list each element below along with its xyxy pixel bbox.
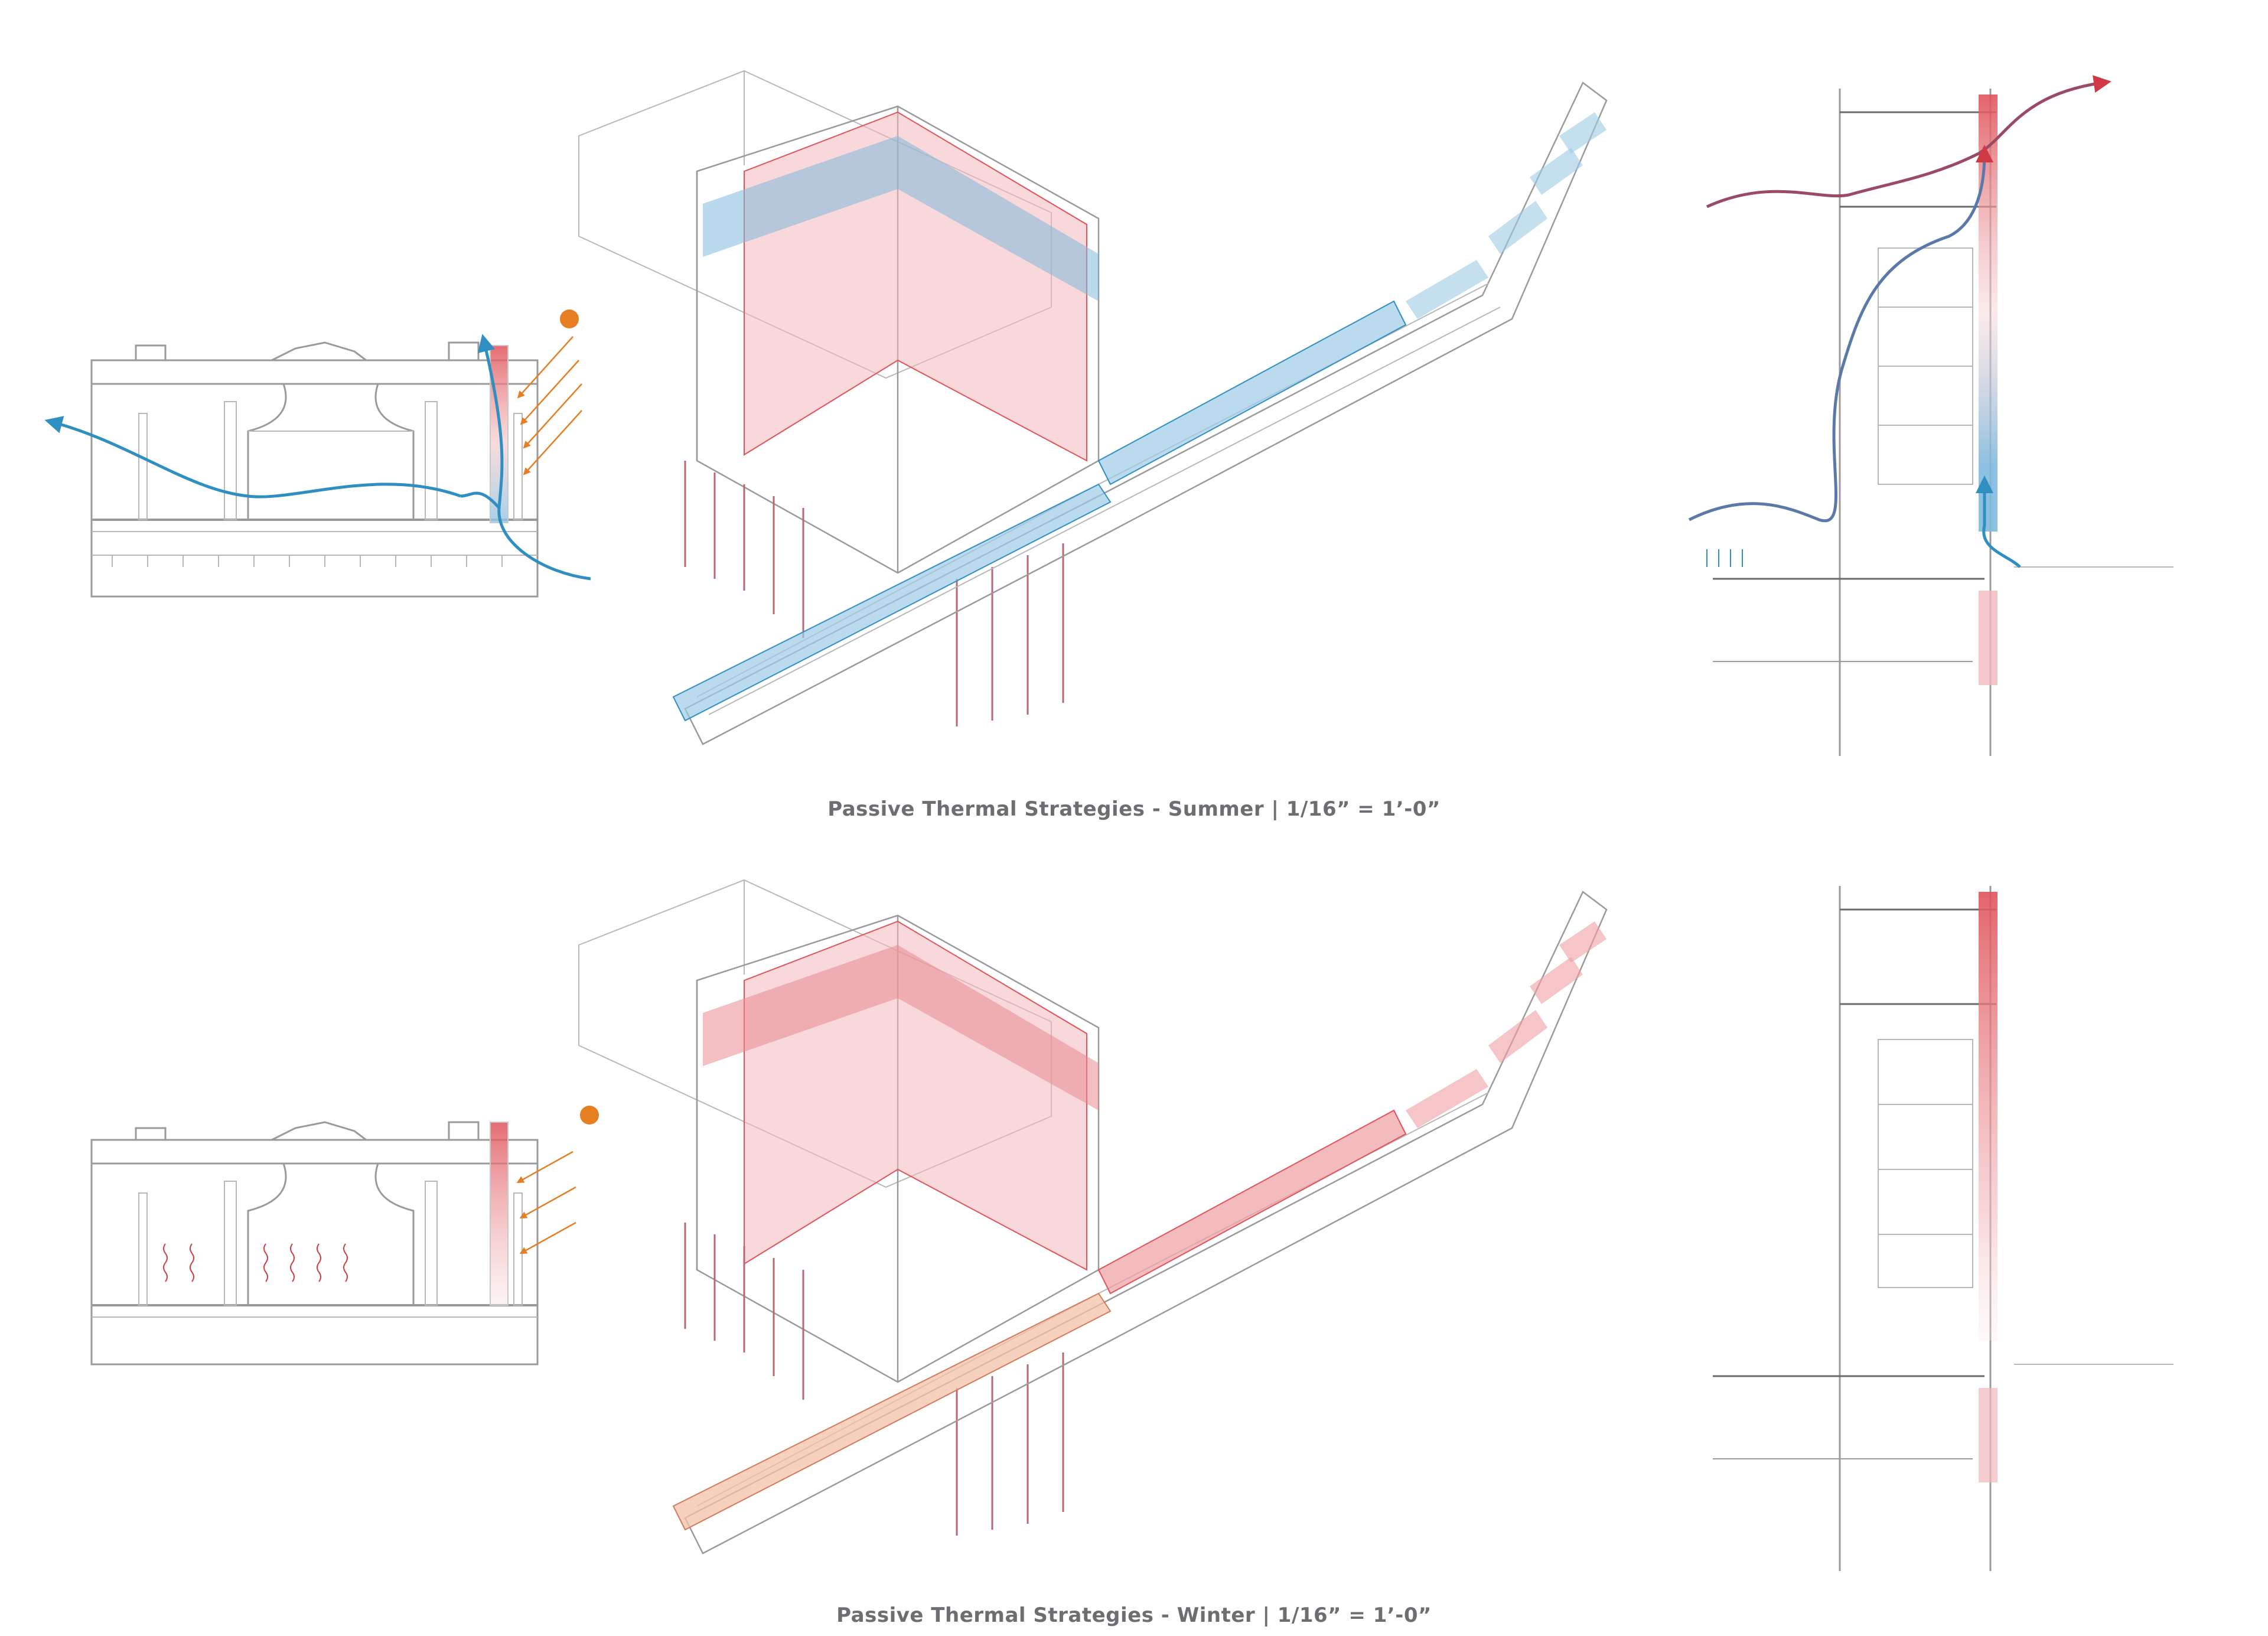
double-skin-facade <box>490 1122 509 1306</box>
airflow-arrow-icon <box>44 334 591 581</box>
solar-chimney <box>1979 892 1997 1341</box>
summer-caption: Passive Thermal Strategies - Summer | 1/… <box>827 797 1441 821</box>
summer-cross-section <box>44 295 614 602</box>
solar-ray-arrow-icon <box>516 1151 576 1254</box>
winter-cross-section <box>47 1104 614 1376</box>
summer-wall-section <box>1688 59 2174 768</box>
solar-heated-tube <box>672 921 1606 1531</box>
sun-icon <box>560 309 579 328</box>
section-building-outline <box>90 1121 539 1365</box>
section-building-outline <box>90 341 539 598</box>
winter-wall-section <box>1701 874 2174 1583</box>
wall-section-outline <box>1713 89 2174 756</box>
airflow-arrow-icon <box>1688 75 2111 568</box>
heat-rise-icon <box>1706 549 1743 567</box>
cooled-roof-band <box>703 136 1099 301</box>
wall-section-outline <box>1713 886 2174 1571</box>
heat-rise-icon <box>163 1243 348 1282</box>
sun-icon <box>580 1106 599 1125</box>
solar-ray-arrow-icon <box>517 336 582 475</box>
solar-chimney <box>1979 94 1997 532</box>
ventilation-tube <box>672 112 1606 722</box>
pilotis-columns <box>684 1223 1064 1536</box>
summer-axonometric <box>567 47 1689 768</box>
winter-axonometric <box>567 856 1689 1577</box>
winter-caption: Passive Thermal Strategies - Winter | 1/… <box>836 1604 1432 1627</box>
heated-roof-band <box>703 945 1099 1110</box>
